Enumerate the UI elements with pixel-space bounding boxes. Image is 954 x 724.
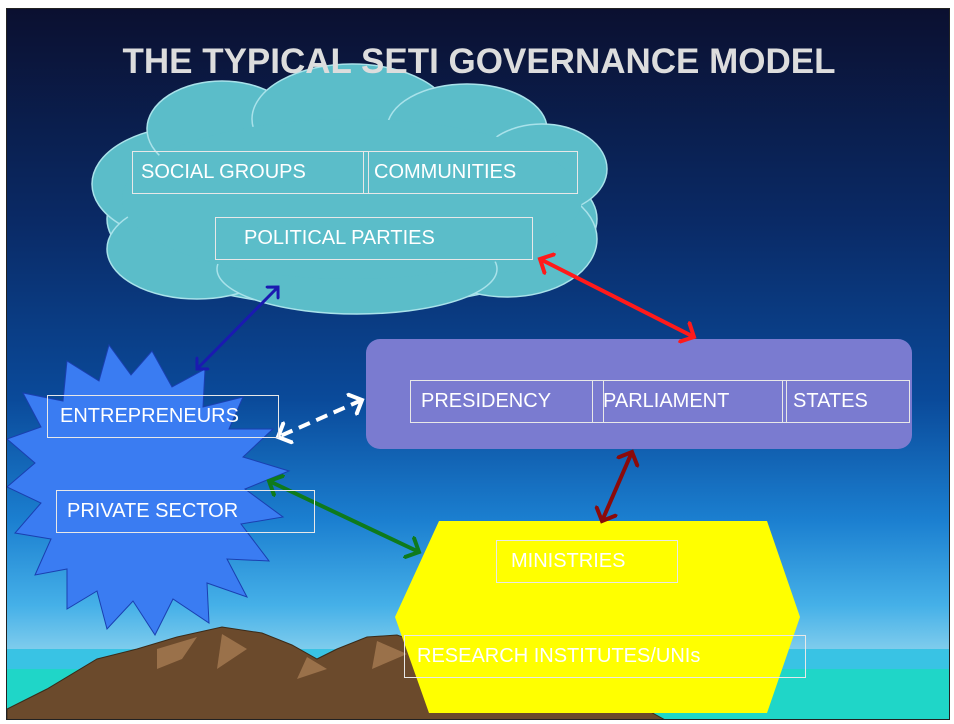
arrow-society-entrepreneurs — [197, 287, 278, 369]
diagram-canvas — [7, 63, 949, 719]
communities-label: COMMUNITIES — [374, 161, 517, 183]
entrepreneurs-label: ENTREPRENEURS — [60, 405, 239, 427]
states-label: STATES — [793, 390, 868, 412]
parliament-box: PARLIAMENT — [592, 380, 787, 423]
ministries-label: MINISTRIES — [511, 550, 626, 572]
arrow-government-entrepreneurs — [278, 400, 362, 437]
entrepreneurs-box: ENTREPRENEURS — [47, 395, 279, 438]
arrow-private-ministries — [269, 481, 419, 552]
research-box: RESEARCH INSTITUTES/UNIs — [404, 635, 806, 678]
political-parties-label: POLITICAL PARTIES — [244, 227, 435, 249]
states-box: STATES — [782, 380, 910, 423]
ministries-box: MINISTRIES — [496, 540, 678, 583]
arrow-parties-government — [540, 259, 694, 337]
private-sector-box: PRIVATE SECTOR — [56, 490, 315, 533]
social-groups-box: SOCIAL GROUPS — [132, 151, 369, 194]
private-sector-label: PRIVATE SECTOR — [67, 500, 239, 522]
research-label: RESEARCH INSTITUTES/UNIs — [417, 645, 701, 667]
political-parties-box: POLITICAL PARTIES — [215, 217, 533, 260]
slide: THE TYPICAL SETI GOVERNANCE MODEL SOCIAL… — [6, 8, 950, 720]
presidency-box: PRESIDENCY — [410, 380, 604, 423]
presidency-label: PRESIDENCY — [421, 390, 552, 412]
government-box — [366, 339, 912, 449]
arrow-government-ministries — [602, 452, 632, 521]
parliament-label: PARLIAMENT — [603, 390, 730, 412]
social-groups-label: SOCIAL GROUPS — [141, 161, 306, 183]
communities-box: COMMUNITIES — [363, 151, 578, 194]
cloud-body — [122, 119, 582, 279]
page-title: THE TYPICAL SETI GOVERNANCE MODEL — [122, 42, 836, 81]
